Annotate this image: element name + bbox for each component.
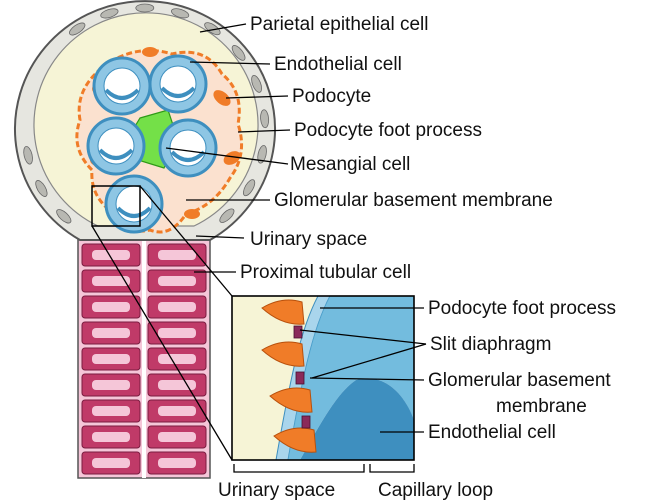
label-mesangial-cell: Mesangial cell (290, 154, 410, 175)
parietal-cell-nucleus (243, 179, 256, 197)
label-podocyte: Podocyte (292, 86, 371, 107)
parietal-cell-nucleus (100, 8, 119, 19)
parietal-cell-nucleus (23, 146, 33, 165)
slit-diaphragm (293, 325, 303, 339)
label-inset-gbm-line2: membrane (496, 396, 587, 417)
proximal-tubule (77, 237, 211, 479)
tubular-cell-lumen (158, 328, 196, 338)
tubular-cells (81, 243, 207, 475)
leader-slit-1 (299, 329, 427, 345)
parietal-cell-nucleus (135, 3, 155, 13)
label-inset-gbm-line1: Glomerular basement (428, 370, 611, 391)
leader-inset-gbm (309, 377, 425, 381)
tubular-cell-lumen (92, 432, 130, 442)
tubular-cell-lumen (92, 276, 130, 286)
slit-diaphragm (301, 415, 311, 429)
zoom-region-box (91, 185, 141, 227)
endothelial-nucleus (104, 88, 140, 100)
slit-diaphragms (293, 325, 311, 429)
tubular-cell-lumen (158, 302, 196, 312)
parietal-cell-nucleus (257, 145, 267, 164)
podocyte-body (142, 47, 158, 57)
tubular-cell-lumen (158, 250, 196, 260)
endothelial-layer (288, 296, 414, 460)
inset-frame (231, 295, 415, 461)
capillary-loops (86, 54, 218, 234)
podocyte-body (223, 151, 241, 165)
tubular-cell-lumen (158, 380, 196, 390)
capillary-loop-bracket (369, 464, 415, 473)
foot-process (269, 387, 313, 413)
tubular-cell-lumen (92, 458, 130, 468)
foot-process (261, 341, 305, 367)
foot-processes (261, 299, 317, 453)
label-inset-endothelial-cell: Endothelial cell (428, 422, 556, 443)
label-bottom-urinary-space: Urinary space (218, 480, 335, 501)
label-inset-podocyte-foot-process: Podocyte foot process (428, 298, 616, 319)
zoom-connector-line (139, 185, 233, 297)
parietal-cell-nucleus (56, 209, 72, 224)
tubular-cell-lumen (158, 458, 196, 468)
zoom-connector-line (91, 225, 233, 461)
label-parietal-epithelial-cell: Parietal epithelial cell (250, 14, 429, 35)
leader-lines (165, 23, 427, 433)
leader-urinary-space (195, 235, 245, 239)
parietal-cell-nucleus (251, 75, 262, 93)
leader-mesangial (165, 147, 289, 165)
podocyte-body (213, 90, 231, 106)
leader-podocyte (225, 95, 289, 99)
tubular-cell-lumen (158, 406, 196, 416)
label-urinary-space: Urinary space (250, 229, 367, 250)
tubular-cell-lumen (92, 380, 130, 390)
foot-process (273, 427, 317, 453)
parietal-cell-nucleus (219, 208, 235, 223)
label-podocyte-foot-process: Podocyte foot process (294, 120, 482, 141)
label-glomerular-basement-membrane: Glomerular basement membrane (274, 190, 553, 211)
label-proximal-tubular-cell: Proximal tubular cell (240, 262, 411, 283)
parietal-cell-nucleus (69, 22, 86, 36)
label-endothelial-cell: Endothelial cell (274, 54, 402, 75)
parietal-cell-nucleus (35, 180, 48, 197)
tubular-cell-lumen (92, 354, 130, 364)
endothelial-nucleus (170, 150, 206, 162)
parietal-cell-nucleus (260, 109, 270, 129)
leader-endothelial (189, 61, 271, 65)
parietal-cell-nucleus (204, 22, 221, 36)
endothelial-nucleus (300, 378, 414, 460)
tubular-cell-lumen (158, 432, 196, 442)
tubular-cell-lumen (92, 328, 130, 338)
parietal-cell-nucleus (231, 45, 246, 61)
endothelial-nucleus (116, 206, 152, 218)
parietal-cell-nucleus (171, 8, 190, 19)
slit-diaphragm (295, 371, 305, 385)
tubular-cell-lumen (92, 406, 130, 416)
foot-process (261, 299, 305, 325)
tubular-cell-lumen (158, 354, 196, 364)
tubular-cell-lumen (158, 276, 196, 286)
label-bottom-capillary-loop: Capillary loop (378, 480, 493, 501)
endothelial-nucleus (98, 148, 134, 160)
endothelial-nucleus (160, 86, 196, 98)
urinary-space-bracket (233, 464, 365, 473)
label-slit-diaphragm: Slit diaphragm (430, 334, 551, 355)
parietal-epithelial-cells (23, 3, 270, 224)
leader-foot-process (237, 129, 291, 133)
leader-parietal (199, 23, 247, 33)
tubular-cell-lumen (92, 302, 130, 312)
leader-slit-2 (311, 343, 427, 379)
tubular-cell-lumen (92, 250, 130, 260)
podocyte-body (184, 209, 200, 219)
